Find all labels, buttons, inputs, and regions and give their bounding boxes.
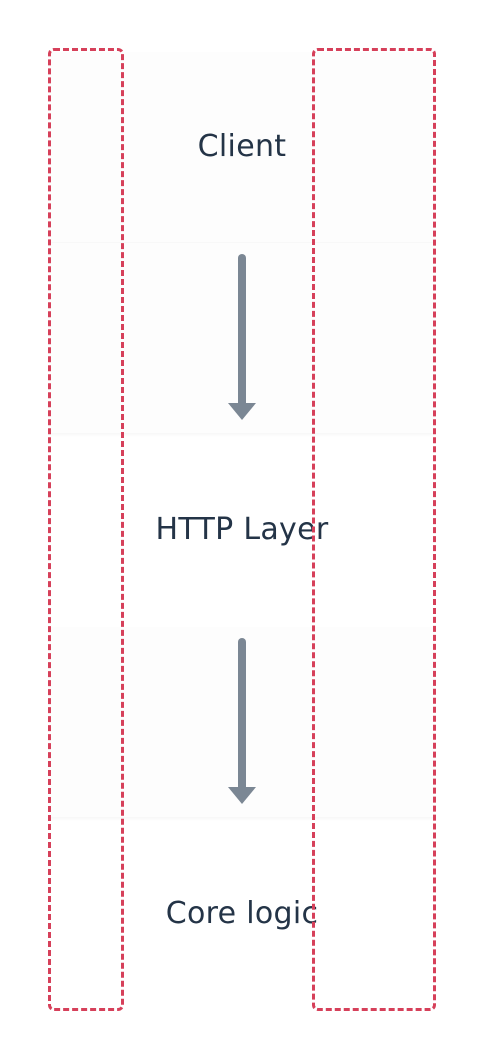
- edge-http-layer-to-core-logic: [228, 638, 256, 804]
- node-label-http-layer: HTTP Layer: [155, 512, 329, 547]
- node-label-core-logic: Core logic: [165, 896, 319, 931]
- dashed-group-left: [48, 48, 124, 1011]
- node-client: [50, 52, 434, 242]
- arrowhead-icon: [228, 403, 256, 420]
- arrowhead-icon: [228, 787, 256, 804]
- dashed-group-right: [312, 48, 436, 1011]
- edge-client-to-http-layer: [228, 254, 256, 420]
- node-label-client: Client: [197, 129, 287, 164]
